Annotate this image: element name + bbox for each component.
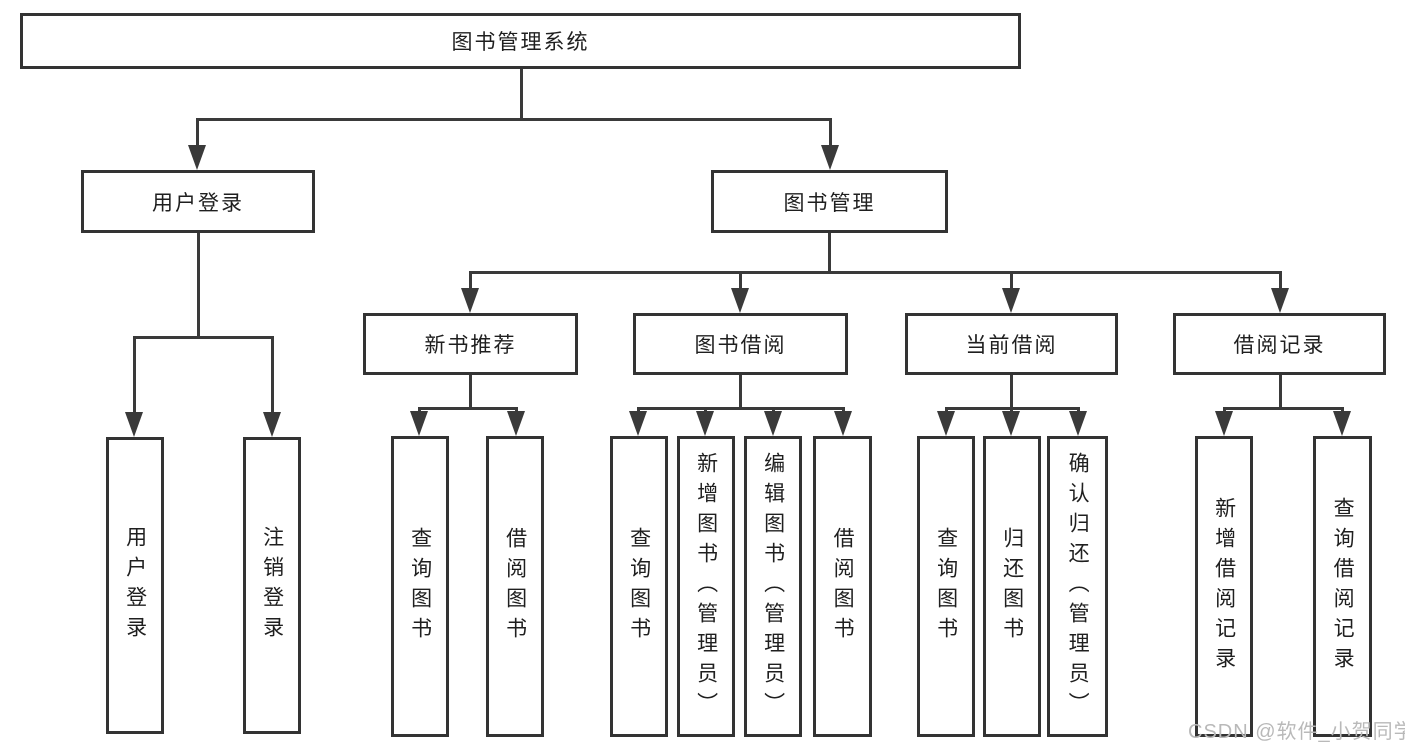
node-current-borrowing-label: 当前借阅	[965, 334, 1058, 357]
connector-line	[196, 118, 831, 121]
leaf-cb-query-books-label: 查询图书	[934, 526, 958, 647]
connector-line	[469, 375, 472, 407]
node-book-borrowing: 图书借阅	[633, 313, 848, 375]
connector-line	[1279, 271, 1282, 290]
connector-line	[133, 336, 136, 414]
arrowhead-icon	[821, 145, 839, 170]
connector-line	[1010, 375, 1013, 407]
leaf-cb-return-books: 归还图书	[983, 436, 1041, 737]
node-library-system: 图书管理系统	[20, 13, 1021, 69]
node-library-system-label: 图书管理系统	[451, 31, 590, 54]
arrowhead-icon	[1333, 411, 1351, 436]
connector-line	[637, 407, 844, 410]
connector-line	[469, 271, 472, 290]
leaf-nb-borrow-books: 借阅图书	[486, 436, 544, 737]
connector-line	[469, 271, 1281, 274]
leaf-bb-borrow-books-label: 借阅图书	[831, 526, 855, 647]
leaf-cb-confirm-return-admin-label: 确认归还（管理员）	[1066, 451, 1090, 722]
node-borrowing-records: 借阅记录	[1173, 313, 1386, 375]
leaf-cb-confirm-return-admin: 确认归还（管理员）	[1047, 436, 1108, 737]
arrowhead-icon	[696, 411, 714, 436]
leaf-bb-borrow-books: 借阅图书	[813, 436, 872, 737]
node-user-login: 用户登录	[81, 170, 315, 233]
arrowhead-icon	[834, 411, 852, 436]
leaf-cb-query-books: 查询图书	[917, 436, 975, 737]
node-current-borrowing: 当前借阅	[905, 313, 1118, 375]
arrowhead-icon	[507, 411, 525, 436]
connector-line	[828, 233, 831, 271]
connector-line	[197, 233, 200, 336]
leaf-bb-add-books-admin-label: 新增图书（管理员）	[694, 451, 718, 722]
leaf-bb-edit-books-admin: 编辑图书（管理员）	[744, 436, 802, 737]
arrowhead-icon	[937, 411, 955, 436]
arrowhead-icon	[1002, 288, 1020, 313]
arrowhead-icon	[461, 288, 479, 313]
arrowhead-icon	[764, 411, 782, 436]
leaf-nb-query-books-label: 查询图书	[408, 526, 432, 647]
connector-line	[739, 271, 742, 290]
connector-line	[1223, 407, 1343, 410]
leaf-nb-query-books: 查询图书	[391, 436, 449, 737]
csdn-watermark: CSDN @软件_小贺同学	[1188, 721, 1405, 743]
arrowhead-icon	[410, 411, 428, 436]
connector-line	[196, 118, 199, 148]
leaf-bb-edit-books-admin-label: 编辑图书（管理员）	[761, 451, 785, 722]
connector-line	[739, 375, 742, 407]
arrowhead-icon	[125, 412, 143, 437]
connector-line	[418, 407, 518, 410]
arrowhead-icon	[263, 412, 281, 437]
leaf-bb-add-books-admin: 新增图书（管理员）	[677, 436, 735, 737]
arrowhead-icon	[629, 411, 647, 436]
connector-line	[271, 336, 274, 414]
node-borrowing-records-label: 借阅记录	[1233, 334, 1326, 357]
connector-line	[1010, 271, 1013, 290]
connector-line	[520, 68, 523, 118]
node-book-management-label: 图书管理	[783, 191, 876, 215]
node-book-management: 图书管理	[711, 170, 948, 233]
connector-line	[1279, 375, 1282, 407]
leaf-logout: 注销登录	[243, 437, 301, 734]
arrowhead-icon	[1002, 411, 1020, 436]
leaf-br-query-record-label: 查询借阅记录	[1331, 496, 1355, 677]
leaf-bb-query-books: 查询图书	[610, 436, 668, 737]
leaf-br-add-record-label: 新增借阅记录	[1212, 496, 1236, 677]
leaf-cb-return-books-label: 归还图书	[1000, 526, 1024, 647]
leaf-user-login: 用户登录	[106, 437, 164, 734]
leaf-logout-label: 注销登录	[260, 525, 284, 646]
arrowhead-icon	[188, 145, 206, 170]
leaf-br-query-record: 查询借阅记录	[1313, 436, 1372, 737]
leaf-nb-borrow-books-label: 借阅图书	[503, 526, 527, 647]
connector-line	[133, 336, 273, 339]
connector-line	[829, 118, 832, 148]
node-user-login-label: 用户登录	[152, 191, 244, 215]
arrowhead-icon	[731, 288, 749, 313]
leaf-user-login-label: 用户登录	[123, 525, 147, 646]
node-book-borrowing-label: 图书借阅	[694, 334, 787, 357]
leaf-bb-query-books-label: 查询图书	[627, 526, 651, 647]
leaf-br-add-record: 新增借阅记录	[1195, 436, 1253, 737]
arrowhead-icon	[1271, 288, 1289, 313]
node-new-book-recommend-label: 新书推荐	[424, 334, 517, 357]
node-new-book-recommend: 新书推荐	[363, 313, 578, 375]
arrowhead-icon	[1215, 411, 1233, 436]
arrowhead-icon	[1069, 411, 1087, 436]
